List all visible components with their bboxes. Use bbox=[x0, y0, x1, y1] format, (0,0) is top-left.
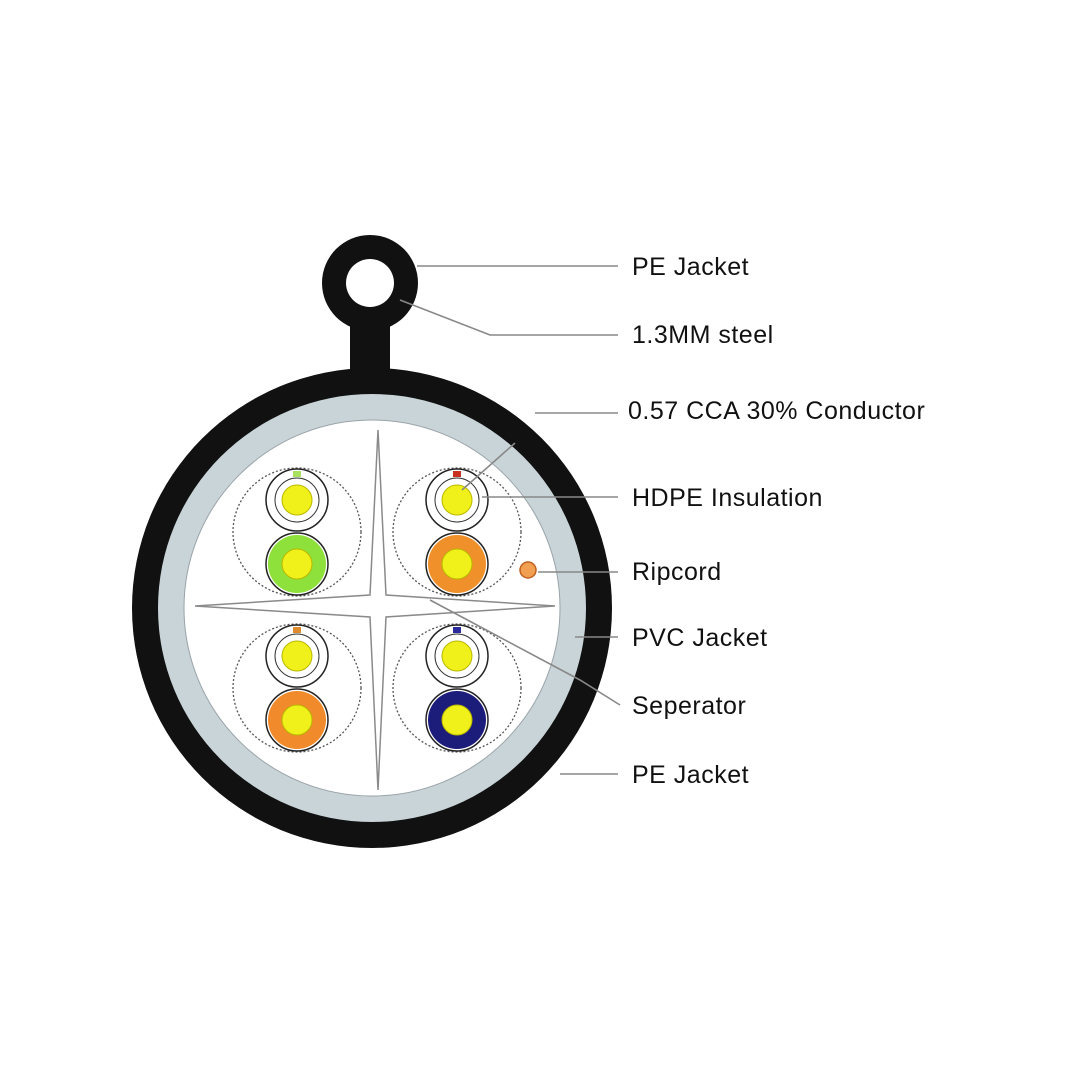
pair-boundary bbox=[232, 623, 362, 753]
label-pe-jacket-top: PE Jacket bbox=[632, 253, 749, 281]
twisted-pairs bbox=[232, 467, 522, 753]
color-stripe bbox=[453, 471, 461, 477]
label-steel: 1.3MM steel bbox=[632, 321, 774, 349]
separator-shape bbox=[194, 429, 556, 791]
pair-boundary bbox=[232, 467, 362, 597]
leader-separator bbox=[429, 599, 621, 706]
pair-bottom-right bbox=[392, 623, 522, 753]
color-stripe bbox=[293, 471, 301, 477]
leader-conductor-pointer bbox=[461, 442, 516, 491]
steel-core bbox=[346, 259, 394, 307]
conductor bbox=[441, 640, 473, 672]
label-ripcord: Ripcord bbox=[632, 558, 722, 586]
conductor bbox=[441, 548, 473, 580]
pair-top-right bbox=[392, 467, 522, 597]
labels: PE Jacket 1.3MM steel 0.57 CCA 30% Condu… bbox=[628, 253, 925, 789]
color-stripe bbox=[453, 627, 461, 633]
conductor bbox=[281, 640, 313, 672]
label-pvc-jacket: PVC Jacket bbox=[632, 624, 768, 652]
pair-bottom-left bbox=[232, 623, 362, 753]
conductor bbox=[441, 704, 473, 736]
color-stripe bbox=[293, 627, 301, 633]
label-pe-jacket-bottom: PE Jacket bbox=[632, 761, 749, 789]
pair-boundary bbox=[392, 623, 522, 753]
pair-top-left bbox=[232, 467, 362, 597]
leader-lines bbox=[399, 265, 621, 775]
messenger-wire bbox=[322, 235, 418, 390]
conductor bbox=[281, 704, 313, 736]
leader-steel bbox=[399, 299, 618, 336]
ripcord bbox=[519, 561, 537, 579]
label-conductor: 0.57 CCA 30% Conductor bbox=[628, 397, 925, 425]
conductor bbox=[281, 484, 313, 516]
conductor bbox=[281, 548, 313, 580]
label-separator: Seperator bbox=[632, 692, 746, 720]
conductor bbox=[441, 484, 473, 516]
cross-separator bbox=[194, 429, 556, 791]
label-hdpe: HDPE Insulation bbox=[632, 484, 823, 512]
pair-boundary bbox=[392, 467, 522, 597]
